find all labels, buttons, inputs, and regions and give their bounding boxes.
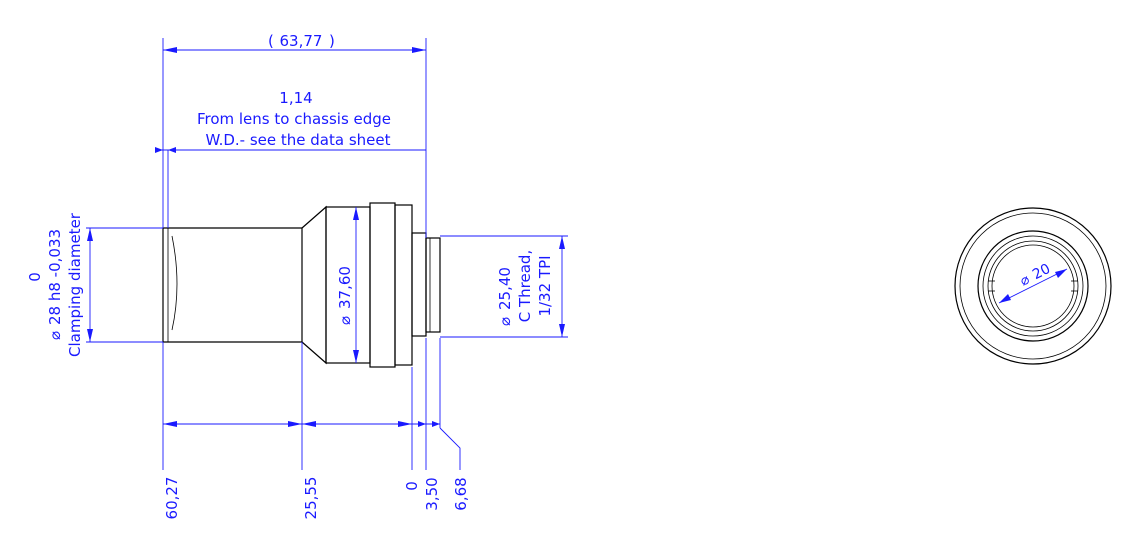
clamping-diameter-dimension: 0 ⌀ 28 h8 -0,033 Clamping diameter [26, 212, 163, 357]
overall-length-dimension: ( 63,77 ) [162, 32, 427, 238]
clamping-tolerance-upper: 0 [26, 272, 44, 282]
svg-text:): ) [329, 32, 335, 50]
thread-type: C Thread, [516, 250, 534, 322]
working-distance-note-2: W.D.- see the data sheet [205, 131, 390, 149]
thread-diameter-dimension: ⌀ 25,40 C Thread, 1/32 TPI [440, 235, 568, 338]
position-label-2: 25,55 [302, 477, 320, 520]
front-diameter-value: 20 [1030, 261, 1053, 283]
clamping-diameter-value: 28 h8 -0,033 [46, 229, 64, 325]
clamping-diameter-symbol: ⌀ [46, 331, 64, 340]
position-label-5: 6,68 [452, 477, 470, 510]
lens-side-view [162, 202, 441, 368]
thread-diameter-value: 25,40 [496, 267, 514, 310]
position-label-3: 0 [403, 481, 421, 491]
clamping-diameter-label: Clamping diameter [66, 212, 84, 357]
front-diameter-dimension: ⌀ 20 [998, 261, 1068, 304]
thread-pitch: 1/32 TPI [536, 255, 554, 316]
body-diameter-dimension: ⌀ 37,60 [336, 207, 359, 363]
body-diameter-value: 37,60 [336, 266, 354, 309]
position-label-4: 3,50 [423, 477, 441, 510]
working-distance-dimension: 1,14 From lens to chassis edge W.D.- see… [155, 89, 426, 228]
working-distance-value: 1,14 [279, 89, 312, 107]
thread-diameter-symbol: ⌀ [496, 317, 514, 326]
position-dimensions: 60,27 25,55 0 3,50 6,68 [162, 338, 470, 520]
lens-front-view [954, 207, 1112, 365]
overall-length-value: 63,77 [280, 32, 323, 50]
svg-text:(: ( [268, 32, 274, 50]
body-diameter-symbol: ⌀ [336, 316, 354, 325]
position-label-1: 60,27 [163, 477, 181, 520]
working-distance-note-1: From lens to chassis edge [197, 110, 391, 128]
